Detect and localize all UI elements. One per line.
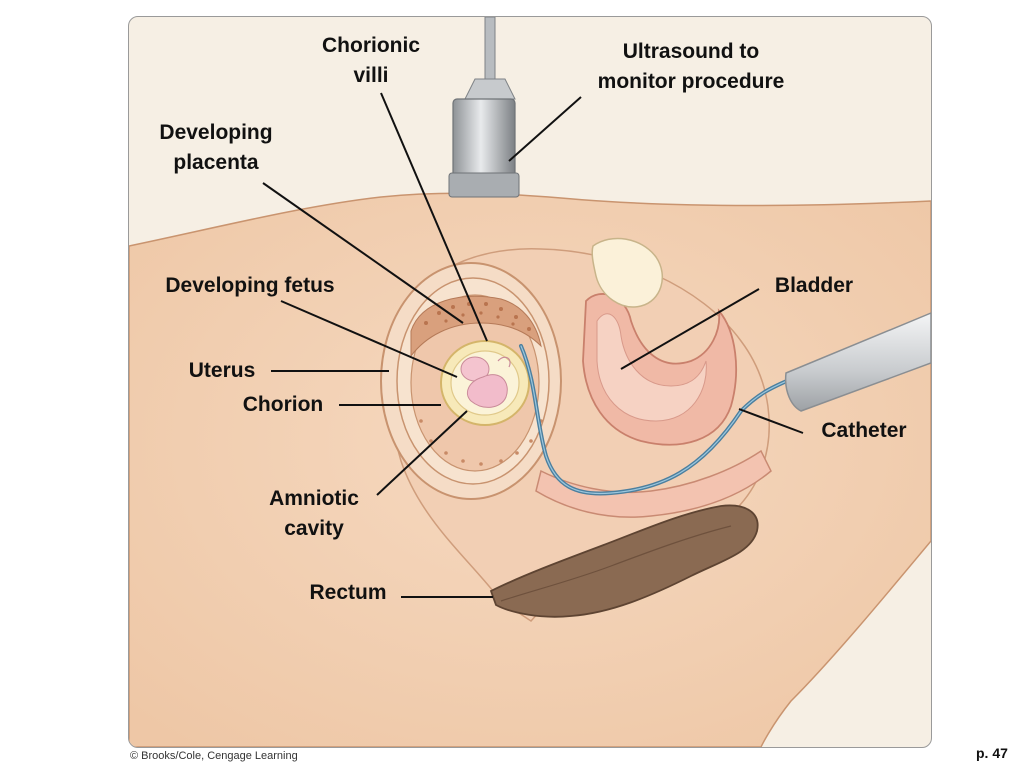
catheter-highlight xyxy=(520,345,792,495)
label-ultrasound-line1: Ultrasound to xyxy=(622,40,760,63)
label-chorionic-villi-line1: Chorionic xyxy=(322,34,420,57)
rectum-wall xyxy=(500,525,732,602)
leader-catheter xyxy=(738,408,804,434)
label-amniotic-cavity: Amniotic cavity xyxy=(250,484,378,544)
pubic-bone xyxy=(591,237,664,308)
placenta xyxy=(410,295,542,358)
bladder-interior xyxy=(596,313,707,422)
leader-amniotic-cavity xyxy=(376,410,468,496)
figure-frame xyxy=(128,16,932,748)
label-chorionic-villi-line2: villi xyxy=(353,64,389,87)
label-amniotic-cavity-line2: cavity xyxy=(284,517,344,540)
leader-ultrasound xyxy=(508,96,582,162)
copyright-credit: © Brooks/Cole, Cengage Learning xyxy=(130,750,298,762)
fetus xyxy=(460,356,511,408)
label-chorion: Chorion xyxy=(242,393,324,416)
leader-bladder xyxy=(620,288,760,370)
label-bladder: Bladder xyxy=(774,274,854,297)
placenta-texture xyxy=(424,302,531,331)
leader-lines xyxy=(262,92,804,598)
ultrasound-probe xyxy=(448,17,520,198)
label-ultrasound-line2: monitor procedure xyxy=(597,70,785,93)
label-developing-placenta-line1: Developing xyxy=(159,121,273,144)
leader-chorionic-villi xyxy=(380,92,488,342)
catheter-syringe xyxy=(784,312,931,412)
label-catheter: Catheter xyxy=(821,419,907,442)
leader-developing-placenta xyxy=(262,182,464,324)
label-amniotic-cavity-line1: Amniotic xyxy=(269,487,359,510)
label-developing-placenta: Developing placenta xyxy=(138,118,294,178)
label-ultrasound: Ultrasound to monitor procedure xyxy=(568,37,814,97)
page-number: p. 47 xyxy=(976,745,1008,761)
label-chorionic-villi: Chorionic villi xyxy=(296,31,446,91)
label-developing-fetus: Developing fetus xyxy=(165,274,335,297)
label-developing-placenta-line2: placenta xyxy=(173,151,259,174)
anatomy-illustration xyxy=(129,17,931,747)
uterine-tissue-texture xyxy=(419,419,543,466)
label-uterus: Uterus xyxy=(188,359,256,382)
leader-developing-fetus xyxy=(280,300,458,378)
label-rectum: Rectum xyxy=(309,581,387,604)
